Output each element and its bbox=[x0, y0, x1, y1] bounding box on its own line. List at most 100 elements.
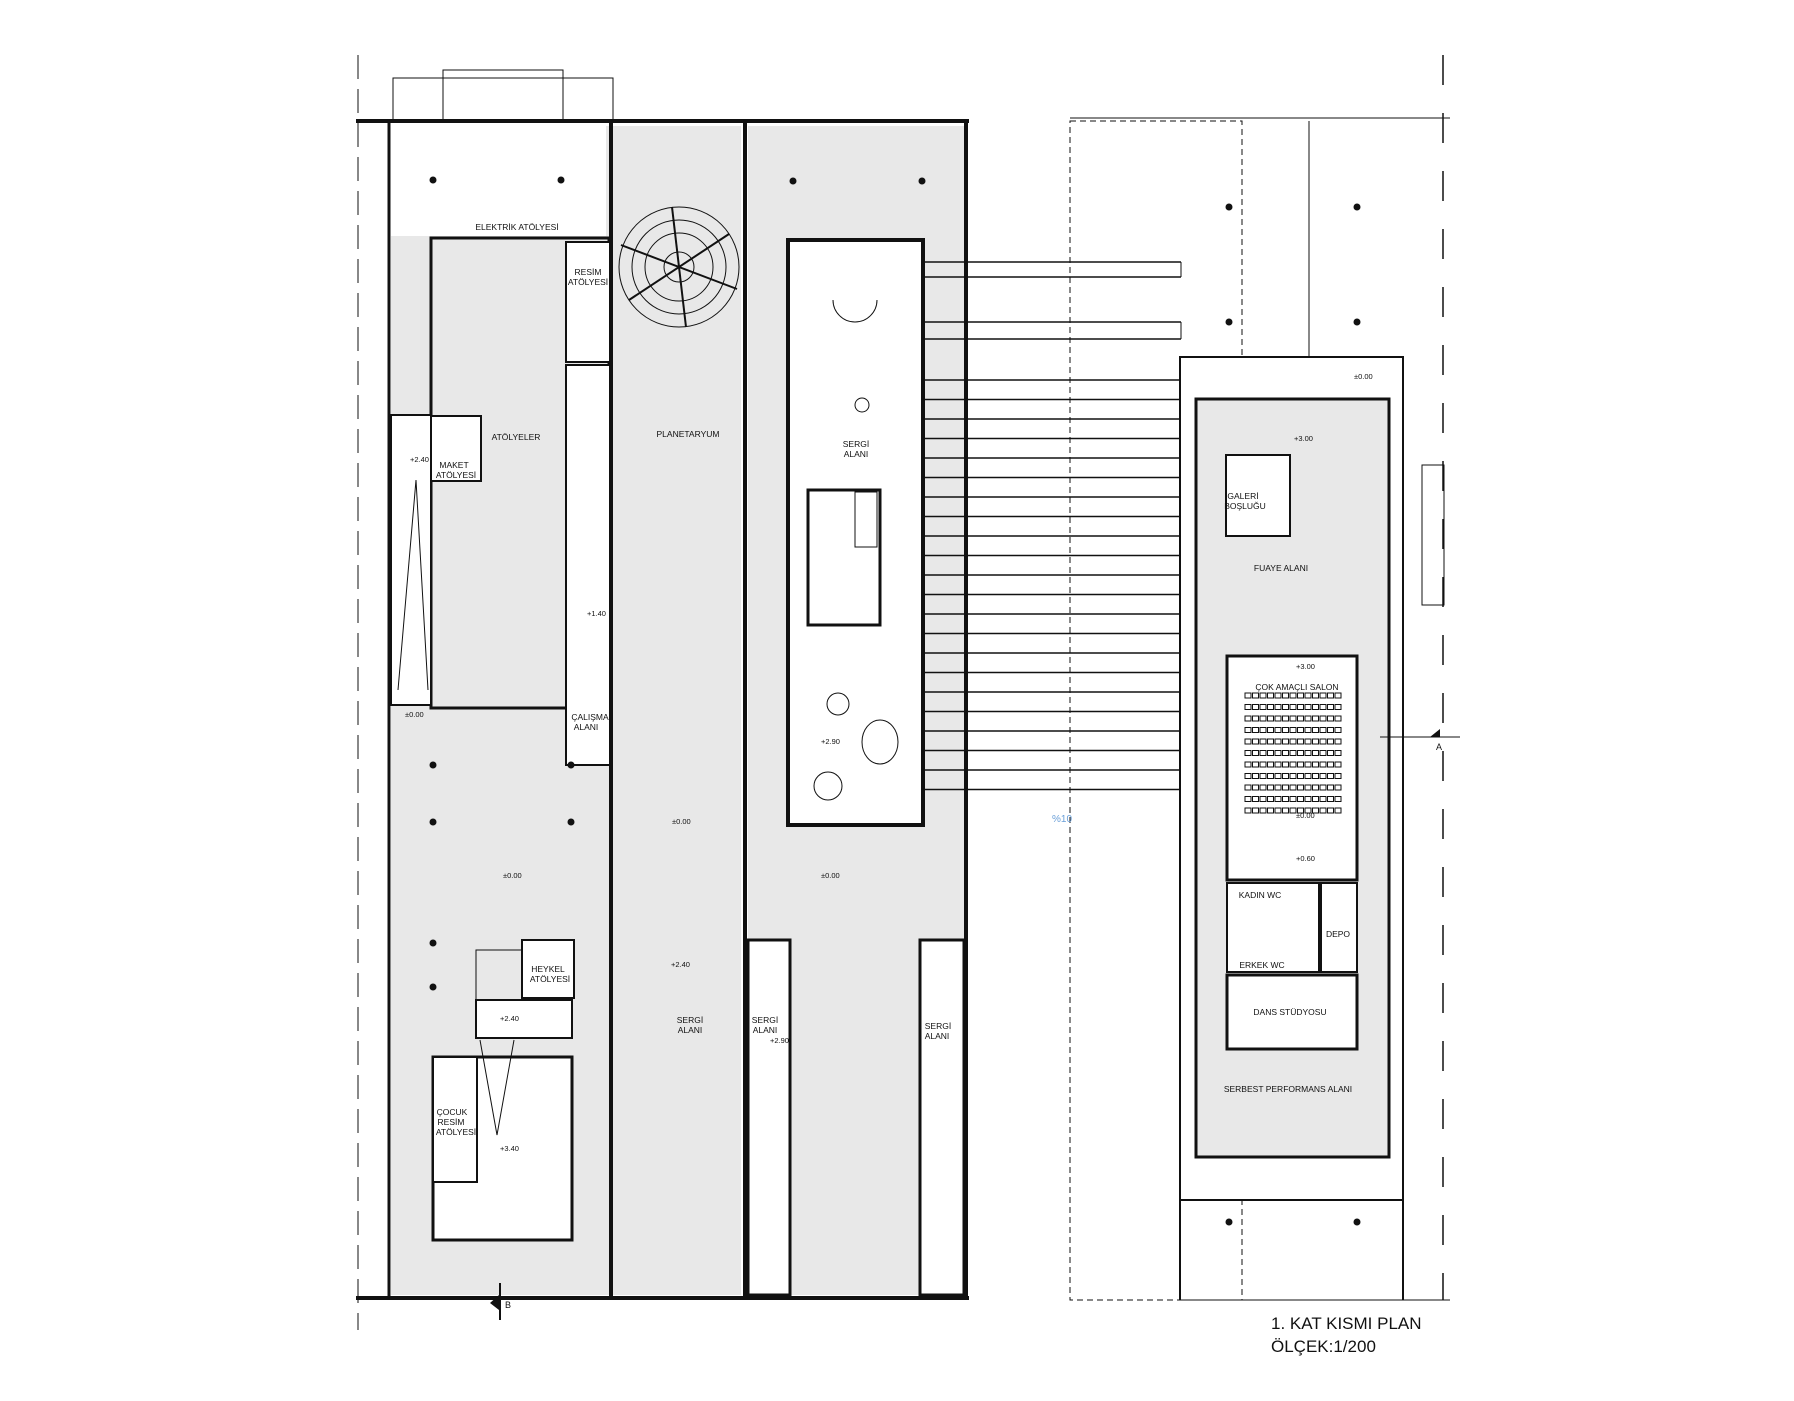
seat bbox=[1334, 773, 1342, 779]
column bbox=[557, 176, 565, 184]
seat bbox=[1327, 715, 1334, 722]
seat bbox=[1334, 750, 1342, 756]
seat bbox=[1259, 715, 1267, 722]
column bbox=[1353, 203, 1361, 211]
seat bbox=[1319, 796, 1327, 802]
seat bbox=[1289, 750, 1297, 756]
seat bbox=[1334, 704, 1342, 710]
seat bbox=[1334, 807, 1342, 814]
seat bbox=[1304, 704, 1312, 710]
elevation-mark: +2.40 bbox=[410, 455, 429, 464]
seat bbox=[1274, 784, 1282, 791]
label-cocuk-2: RESİM bbox=[438, 1117, 465, 1127]
seat bbox=[1289, 761, 1297, 768]
seat bbox=[1304, 784, 1312, 791]
seat bbox=[1274, 704, 1282, 710]
column bbox=[567, 761, 575, 769]
seat bbox=[1304, 750, 1312, 756]
seat bbox=[1267, 807, 1274, 814]
label-maket: MAKET bbox=[439, 460, 468, 470]
seat bbox=[1304, 715, 1312, 722]
seat bbox=[1259, 796, 1267, 802]
seat bbox=[1297, 784, 1304, 791]
void bbox=[390, 414, 432, 706]
seat bbox=[1282, 773, 1289, 779]
seat bbox=[1312, 704, 1319, 710]
room-labels: ELEKTRİK ATÖLYESİ RESİM ATÖLYESİ ATÖLYEL… bbox=[436, 222, 1352, 1137]
label-serbest: SERBEST PERFORMANS ALANI bbox=[1224, 1084, 1352, 1094]
seat bbox=[1259, 761, 1267, 768]
seat bbox=[1312, 796, 1319, 802]
elevation-mark: +3.00 bbox=[1296, 662, 1315, 671]
seat bbox=[1274, 715, 1282, 722]
seat bbox=[1297, 796, 1304, 802]
seat bbox=[1297, 773, 1304, 779]
elevation-mark: ±0.00 bbox=[821, 871, 840, 880]
main-building bbox=[356, 55, 969, 1330]
bridge-lines bbox=[923, 261, 1196, 791]
seat bbox=[1282, 692, 1289, 699]
elevation-mark: +2.40 bbox=[671, 960, 690, 969]
seat bbox=[1289, 773, 1297, 779]
label-sergi-d: SERGİ bbox=[925, 1021, 951, 1031]
dans-room bbox=[1225, 973, 1359, 1051]
elevation-mark: +2.90 bbox=[821, 737, 840, 746]
seat bbox=[1252, 807, 1259, 814]
seat bbox=[1244, 750, 1252, 756]
seat bbox=[1274, 727, 1282, 733]
planetarium-dome bbox=[618, 206, 740, 328]
seat bbox=[1244, 704, 1252, 710]
seat bbox=[1297, 761, 1304, 768]
seat bbox=[1327, 704, 1334, 710]
label-maket-2: ATÖLYESİ bbox=[436, 470, 476, 480]
ramp-slope: %10 bbox=[1052, 814, 1072, 825]
seat bbox=[1267, 773, 1274, 779]
elevation-mark: +3.40 bbox=[500, 1144, 519, 1153]
seat bbox=[1244, 773, 1252, 779]
seat bbox=[1334, 784, 1342, 791]
seat bbox=[1267, 715, 1274, 722]
label-sergi-d-2: ALANI bbox=[925, 1031, 950, 1041]
seat bbox=[1252, 761, 1259, 768]
seat bbox=[1282, 796, 1289, 802]
label-cocuk: ÇOCUK bbox=[437, 1107, 468, 1117]
seat bbox=[1274, 692, 1282, 699]
label-heykel: HEYKEL bbox=[531, 964, 565, 974]
label-kadin-wc: KADIN WC bbox=[1239, 890, 1282, 900]
seat bbox=[1252, 692, 1259, 699]
sergi-small-right bbox=[918, 938, 966, 1297]
seat bbox=[1274, 750, 1282, 756]
seat bbox=[1304, 773, 1312, 779]
seat bbox=[1297, 727, 1304, 733]
label-erkek-wc: ERKEK WC bbox=[1239, 960, 1284, 970]
resim-room bbox=[565, 241, 611, 363]
seat bbox=[1334, 738, 1342, 745]
exhibit-sculptures bbox=[813, 299, 899, 801]
seat bbox=[1267, 784, 1274, 791]
seat bbox=[1259, 750, 1267, 756]
seat bbox=[1252, 773, 1259, 779]
seat bbox=[1327, 738, 1334, 745]
seat bbox=[1297, 750, 1304, 756]
label-sergi: SERGİ bbox=[843, 439, 869, 449]
seat bbox=[1297, 704, 1304, 710]
seat bbox=[1312, 750, 1319, 756]
performance-building bbox=[1069, 55, 1450, 1301]
galeri-void bbox=[1225, 454, 1291, 537]
column bbox=[1353, 1218, 1361, 1226]
label-fuaye: FUAYE ALANI bbox=[1254, 563, 1308, 573]
seat bbox=[1312, 784, 1319, 791]
seat bbox=[1274, 738, 1282, 745]
seat bbox=[1282, 715, 1289, 722]
seat bbox=[1259, 784, 1267, 791]
depo-room bbox=[1320, 882, 1358, 973]
seat bbox=[1252, 784, 1259, 791]
seat bbox=[1327, 761, 1334, 768]
elevation-mark: +2.40 bbox=[500, 1014, 519, 1023]
column bbox=[918, 177, 926, 185]
elevation-mark: +0.60 bbox=[1296, 854, 1315, 863]
seat bbox=[1327, 727, 1334, 733]
wc-room bbox=[1226, 882, 1320, 973]
seat bbox=[1282, 784, 1289, 791]
label-galeri-2: BOŞLUĞU bbox=[1224, 501, 1266, 511]
